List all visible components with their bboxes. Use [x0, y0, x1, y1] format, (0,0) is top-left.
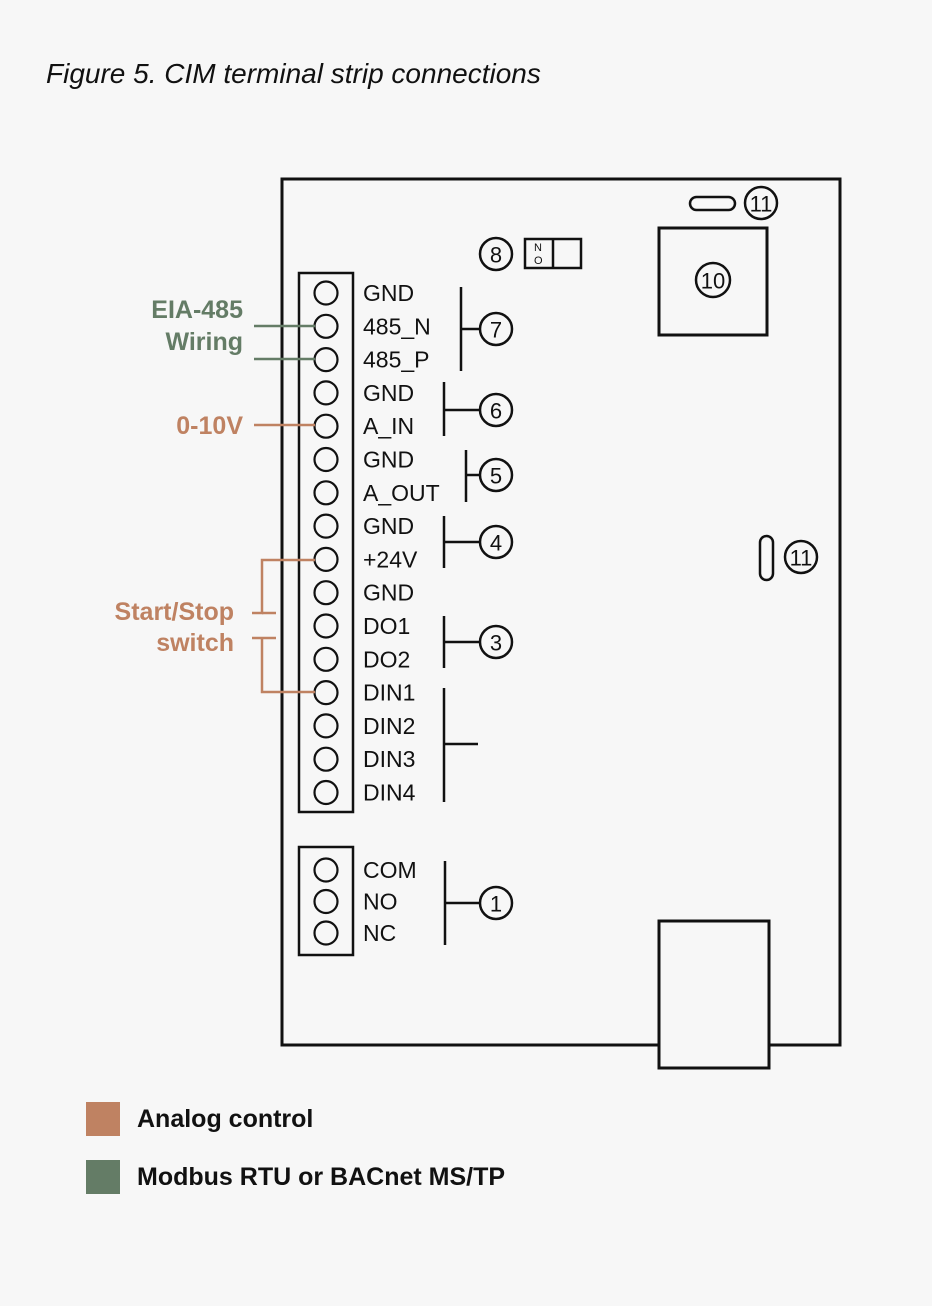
- callout-10: 10: [701, 269, 725, 294]
- main-terminal-7: [313, 480, 339, 506]
- label-wiring: Wiring: [165, 328, 243, 356]
- callout-circle-5: [478, 457, 514, 493]
- callout-11-top: 11: [750, 192, 773, 217]
- slot-vertical: [758, 534, 775, 582]
- legend-swatch-modbus: [86, 1160, 120, 1194]
- main-terminal-14: [313, 713, 339, 739]
- main-terminal-9: [313, 546, 339, 573]
- callout-3: 3: [490, 631, 502, 656]
- main-terminal-15: [313, 746, 339, 772]
- callout-circle-4: [478, 524, 514, 560]
- relay-terminal-label-1: COM: [363, 857, 417, 883]
- wire-24v: [252, 558, 315, 615]
- main-terminal-3: [313, 347, 339, 373]
- legend-swatch-analog: [86, 1102, 120, 1136]
- dip-switch-label-n: N: [534, 242, 542, 254]
- main-terminal-label-3: 485_P: [363, 347, 430, 373]
- callout-circle-6: [478, 392, 514, 428]
- main-terminal-8: [313, 513, 339, 539]
- main-terminal-label-11: DO1: [363, 613, 410, 639]
- label-start-stop: Start/Stop: [115, 598, 234, 626]
- label-switch: switch: [156, 629, 234, 657]
- relay-terminal-3: [313, 920, 339, 946]
- main-terminal-10: [313, 580, 339, 606]
- main-terminal-16: [313, 779, 339, 806]
- callout-8: 8: [490, 243, 502, 268]
- callout-circle-8: [478, 236, 514, 272]
- component-9-box: [657, 919, 771, 1070]
- label-0-10v: 0-10V: [176, 412, 243, 440]
- wire-din1: [260, 638, 315, 694]
- main-terminal-label-8: GND: [363, 513, 414, 539]
- main-terminal-4: [313, 380, 339, 406]
- legend-label-modbus: Modbus RTU or BACnet MS/TP: [137, 1162, 506, 1191]
- main-terminal-label-14: DIN2: [363, 713, 415, 739]
- callout-circle-1: [478, 885, 514, 921]
- main-terminal-label-6: GND: [363, 447, 414, 473]
- legend-item-modbus: Modbus RTU or BACnet MS/TP: [86, 1159, 505, 1195]
- callout-4: 4: [490, 531, 502, 556]
- main-terminal-2: [313, 313, 339, 339]
- dip-switch-label-o: O: [534, 255, 543, 267]
- main-terminal-label-5: A_IN: [363, 413, 414, 439]
- main-terminal-label-7: A_OUT: [363, 480, 440, 506]
- component-10-box: [657, 226, 769, 337]
- main-terminal-label-12: DO2: [363, 646, 410, 672]
- callout-circle-10: [694, 261, 732, 299]
- callout-circle-11-side: [783, 539, 819, 575]
- callout-circle-11-top: [743, 185, 779, 221]
- main-terminal-label-4: GND: [363, 380, 414, 406]
- slot-horizontal: [688, 195, 737, 212]
- legend-item-analog: Analog control: [86, 1101, 313, 1137]
- callout-1: 1: [490, 892, 502, 917]
- relay-terminal-2: [313, 888, 339, 915]
- main-terminal-13: [313, 679, 339, 706]
- figure-title: Figure 5. CIM terminal strip connections: [46, 58, 541, 89]
- callout-circle-7: [478, 311, 514, 347]
- callout-circle-3: [478, 624, 514, 660]
- relay-terminal-label-2: NO: [363, 889, 398, 915]
- main-terminal-label-13: DIN1: [363, 680, 415, 706]
- callout-7: 7: [490, 318, 502, 343]
- main-terminal-5: [313, 413, 339, 439]
- main-terminal-label-1: GND: [363, 280, 414, 306]
- relay-terminal-label-3: NC: [363, 920, 396, 946]
- main-terminal-1: [313, 280, 339, 306]
- main-terminal-block: [297, 271, 355, 814]
- callout-6: 6: [490, 399, 502, 424]
- main-terminal-label-15: DIN3: [363, 746, 415, 772]
- callout-11-side: 11: [790, 546, 813, 571]
- main-terminal-label-9: +24V: [363, 546, 418, 572]
- callout-5: 5: [490, 464, 502, 489]
- relay-terminal-1: [313, 857, 339, 883]
- main-terminal-12: [313, 646, 339, 672]
- relay-terminal-block: [297, 845, 355, 957]
- main-terminal-11: [313, 613, 339, 639]
- main-terminal-label-16: DIN4: [363, 780, 416, 806]
- label-eia485: EIA-485: [151, 296, 243, 324]
- board-outline: [280, 177, 842, 1047]
- main-terminal-label-2: 485_N: [363, 313, 431, 339]
- legend-label-analog: Analog control: [137, 1104, 314, 1133]
- main-terminal-label-10: GND: [363, 580, 414, 606]
- main-terminal-6: [313, 446, 339, 473]
